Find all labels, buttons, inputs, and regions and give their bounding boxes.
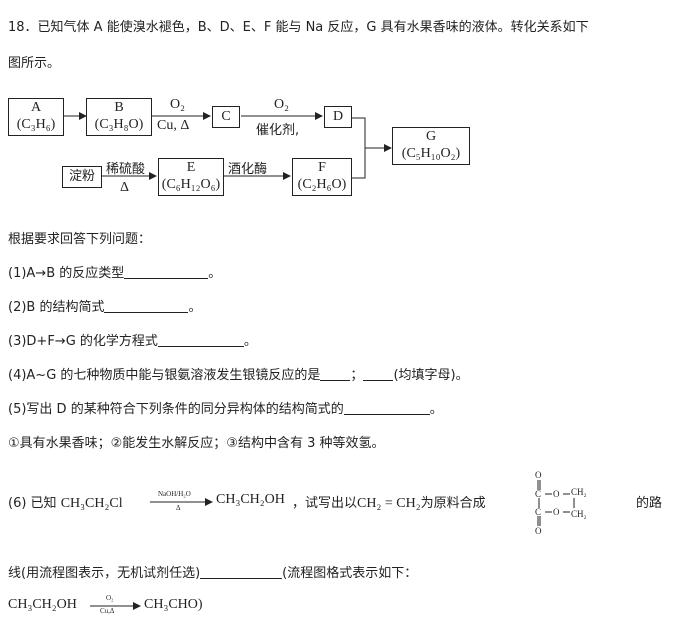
example-product: CH₃CHO) <box>144 597 203 612</box>
box-d: D <box>324 106 352 128</box>
conditions: ①具有水果香味；②能发生水解反应；③结构中含有 3 种等效氢。 <box>8 436 385 451</box>
label-se-top: 稀硫酸 <box>106 162 146 177</box>
answer-blank-6[interactable] <box>200 565 283 579</box>
answer-blank-1[interactable] <box>124 265 209 279</box>
flowchart-arrows <box>64 112 392 180</box>
label-cd-bottom: 催化剂, <box>256 123 300 138</box>
answer-blank-5[interactable] <box>343 401 430 415</box>
answer-blank-3[interactable] <box>157 333 244 347</box>
question-6-line-2: 线(用流程图表示，无机试剂任选)(流程图格式表示如下： <box>8 565 418 581</box>
question-2: (2)B 的结构简式。 <box>8 299 202 315</box>
label-ef-top: 酒化酶 <box>228 162 268 177</box>
answer-blank-4b[interactable] <box>363 367 394 381</box>
question-3: (3)D+F→G 的化学方程式。 <box>8 333 257 349</box>
box-c: C <box>212 106 240 128</box>
question-5: (5)写出 D 的某种符合下列条件的同分异构体的结构简式的。 <box>8 401 443 417</box>
q6-end: 的路 <box>636 496 663 511</box>
question-4: (4)A~G 的七种物质中能与银氨溶液发生银镜反应的是；(均填字母)。 <box>8 367 469 383</box>
example-arrow-bottom: Cu,Δ <box>100 607 115 615</box>
box-starch: 淀粉 <box>62 166 102 188</box>
label-cd-top: O₂ <box>274 97 289 112</box>
q6-arrow-top: NaOH/H₂O <box>158 490 191 498</box>
question-line-1: 18．已知气体 A 能使溴水褪色，B、D、E、F 能与 Na 反应，G 具有水果… <box>8 20 589 35</box>
answer-blank-4a[interactable] <box>320 367 351 381</box>
question-line-2: 图所示。 <box>8 56 61 71</box>
example-reactant: CH₃CH₂OH <box>8 597 77 612</box>
q6-product: CH₃CH₂OH <box>216 492 285 507</box>
box-f: F(C₂H₆O) <box>292 158 352 196</box>
label-bc-top: O₂ <box>170 97 185 112</box>
question-1: (1)A→B 的反应类型。 <box>8 265 222 281</box>
box-b: B(C₃H₈O) <box>86 98 152 136</box>
example-arrow-top: O₂ <box>106 594 114 602</box>
question-6-line-1: (6) 已知 CH₃CH₂Cl <box>8 496 123 511</box>
q6-arrow-bottom: Δ <box>176 504 181 512</box>
box-g: G(C₅H₁₀O₂) <box>392 127 470 165</box>
label-se-bottom: Δ <box>120 180 130 195</box>
box-a: A(C₃H₆) <box>8 98 64 136</box>
answer-blank-2[interactable] <box>104 299 189 313</box>
box-e: E(C₆H₁₂O₆) <box>158 158 224 196</box>
q6-mid: ，试写出以CH₂ = CH₂为原料合成 <box>292 496 486 511</box>
label-bc-bottom: Cu, Δ <box>157 118 190 133</box>
prompt: 根据要求回答下列问题： <box>8 232 152 247</box>
